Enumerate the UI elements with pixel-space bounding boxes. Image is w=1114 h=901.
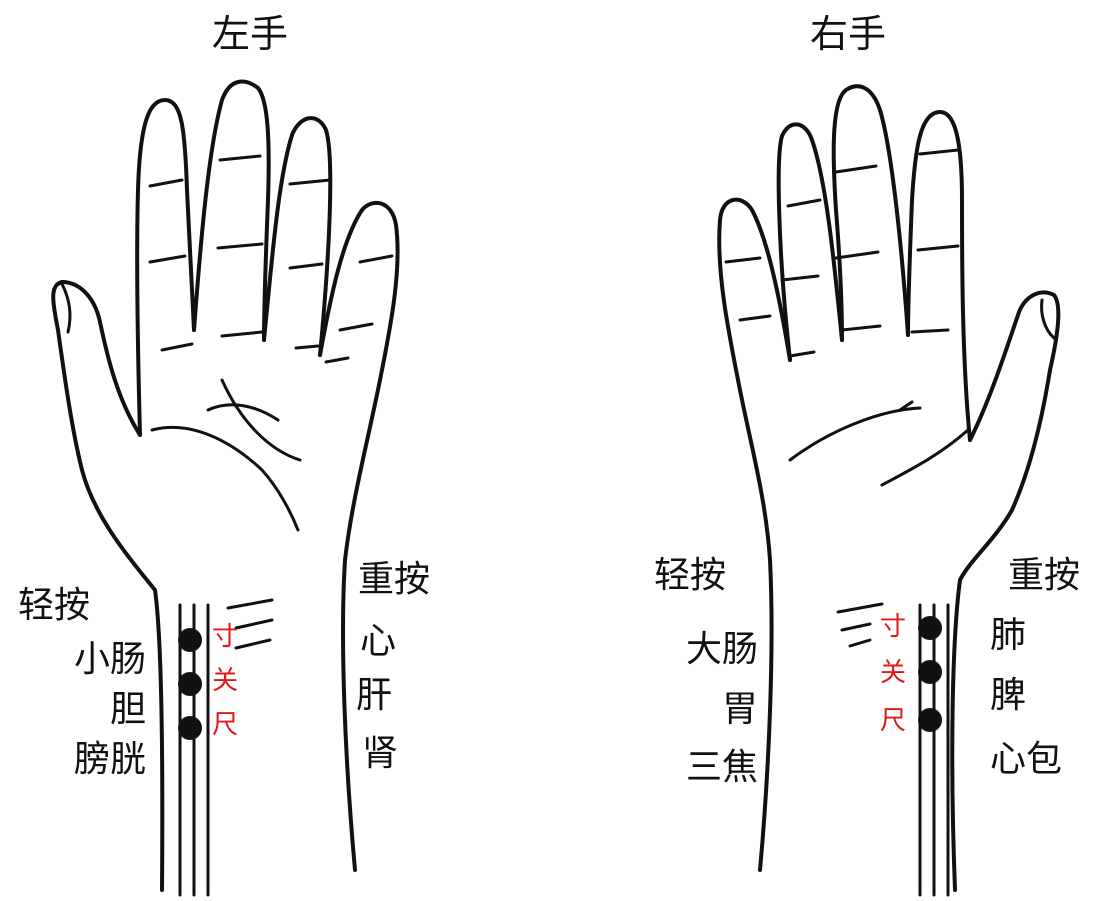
left-heavy-organ-2: 肝: [356, 676, 392, 716]
right-position-guan: 关: [880, 660, 906, 686]
right-heavy-organ-2: 脾: [990, 676, 1026, 716]
right-hand-title: 右手: [810, 14, 886, 54]
left-position-chi: 尺: [212, 712, 238, 738]
right-light-press-label: 轻按: [654, 556, 726, 596]
right-heavy-press-label: 重按: [1008, 556, 1080, 596]
right-position-chi: 尺: [880, 708, 906, 734]
right-heavy-organ-3: 心包: [990, 740, 1062, 780]
right-light-organ-2: 胃: [650, 690, 758, 730]
left-heavy-organ-3: 肾: [362, 734, 398, 774]
right-light-organ-1: 大肠: [650, 630, 758, 670]
right-position-cun: 寸: [880, 614, 906, 640]
left-hand-title: 左手: [212, 14, 288, 54]
right-heavy-organ-1: 肺: [990, 616, 1026, 656]
left-position-cun: 寸: [212, 624, 238, 650]
left-heavy-organ-1: 心: [360, 622, 396, 662]
left-light-press-label: 轻按: [18, 586, 90, 626]
left-light-organ-3: 膀胱: [46, 740, 146, 780]
left-light-organ-1: 小肠: [46, 640, 146, 680]
left-position-guan: 关: [212, 668, 238, 694]
left-heavy-press-label: 重按: [358, 560, 430, 600]
left-light-organ-2: 胆: [46, 690, 146, 730]
right-light-organ-3: 三焦: [650, 748, 758, 788]
